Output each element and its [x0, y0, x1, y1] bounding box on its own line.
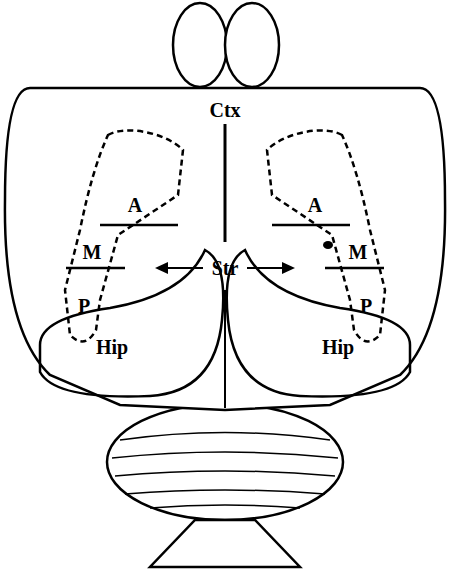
- region-label: M: [83, 242, 102, 262]
- striatum-region-outline: [55, 120, 195, 355]
- region-label: A: [308, 195, 322, 215]
- striatum-region: AMP: [55, 120, 195, 355]
- striatum-region-outline: [255, 120, 395, 355]
- striatum-region: AMP: [255, 120, 395, 355]
- hippocampus-region: Hip: [220, 240, 415, 405]
- structure-label: Str: [212, 258, 239, 278]
- hippocampus-region: Hip: [35, 240, 230, 405]
- structure-label: Ctx: [209, 100, 240, 120]
- region-label: Hip: [96, 337, 128, 357]
- hippocampus-region-outline: [220, 240, 415, 405]
- hippocampus-region-outline: [35, 240, 230, 405]
- region-label: A: [128, 195, 142, 215]
- region-label: M: [349, 242, 368, 262]
- region-label: Hip: [322, 337, 354, 357]
